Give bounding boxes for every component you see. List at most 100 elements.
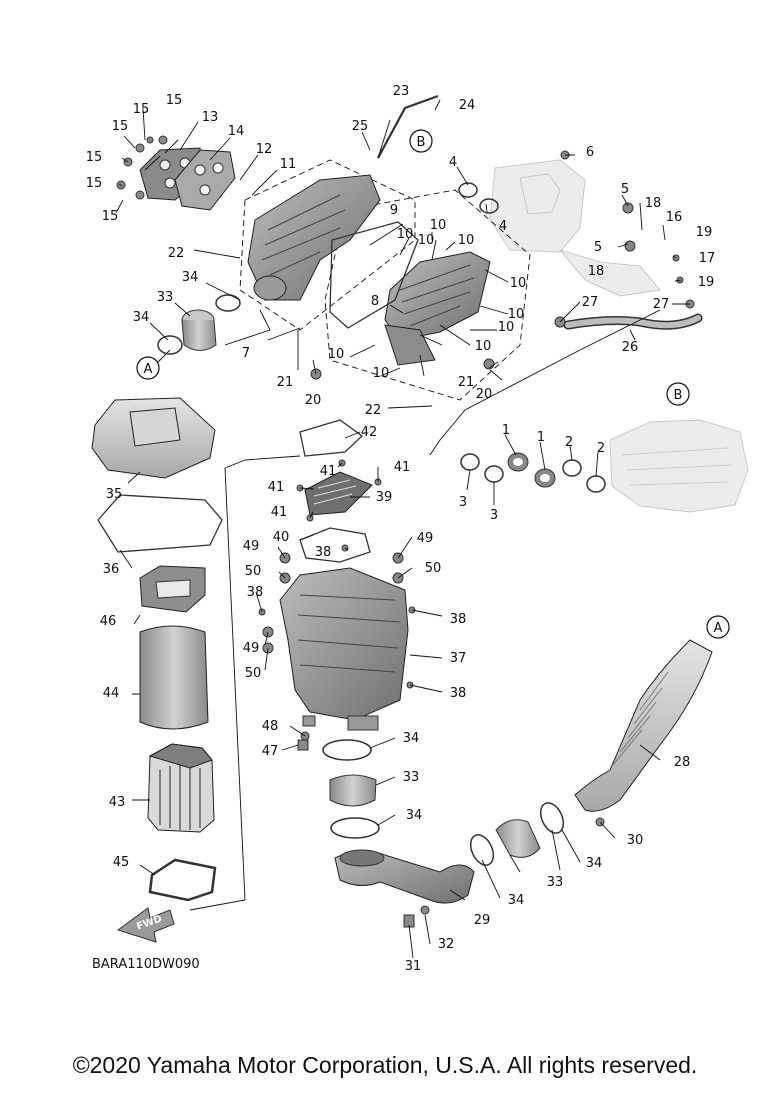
engine-ghost-b xyxy=(609,419,749,513)
callout-10: 10 xyxy=(458,233,475,248)
intake-duct-part-29 xyxy=(334,849,475,904)
callout-33: 33 xyxy=(547,875,564,890)
callout-15: 15 xyxy=(86,176,103,191)
breather-rod-part-23 xyxy=(377,94,439,159)
svg-text:B: B xyxy=(674,388,683,403)
callout-50: 50 xyxy=(245,564,262,579)
callout-37: 37 xyxy=(450,651,467,666)
callout-49: 49 xyxy=(417,531,434,546)
callout-28: 28 xyxy=(674,755,691,770)
callout-10: 10 xyxy=(510,276,527,291)
callout-47: 47 xyxy=(262,744,279,759)
callout-26: 26 xyxy=(622,340,639,355)
airbox-cover-part-35 xyxy=(91,397,216,479)
airbox-lower-part-37 xyxy=(279,567,409,731)
callout-33: 33 xyxy=(157,290,174,305)
reference-marker-a-bottom: A xyxy=(706,615,730,639)
callout-11: 11 xyxy=(280,157,297,172)
callout-3: 3 xyxy=(459,495,467,510)
svg-text:A: A xyxy=(714,621,723,636)
callout-6: 6 xyxy=(586,145,594,160)
reference-marker-b-top: B xyxy=(409,129,433,153)
adapter-part-33-right xyxy=(495,819,541,858)
callout-41: 41 xyxy=(320,464,337,479)
callout-38: 38 xyxy=(450,686,467,701)
callout-27: 27 xyxy=(653,297,670,312)
callout-29: 29 xyxy=(474,913,491,928)
callout-1: 1 xyxy=(537,430,545,445)
callout-34: 34 xyxy=(406,808,423,823)
callout-31: 31 xyxy=(405,959,422,974)
airbox-upper-left-part-7 xyxy=(247,174,381,301)
callout-43: 43 xyxy=(109,795,126,810)
callout-22: 22 xyxy=(168,246,185,261)
airbox-upper-right-part-8 xyxy=(384,251,491,366)
callout-10: 10 xyxy=(498,320,515,335)
cover-gasket-part-36 xyxy=(97,494,223,553)
callout-41: 41 xyxy=(271,505,288,520)
callout-45: 45 xyxy=(113,855,130,870)
callout-48: 48 xyxy=(262,719,279,734)
filter-gasket-part-45 xyxy=(148,858,217,902)
callout-42: 42 xyxy=(361,425,378,440)
gasket-part-9 xyxy=(329,221,419,329)
callout-19: 19 xyxy=(698,275,715,290)
callout-41: 41 xyxy=(394,460,411,475)
callout-10: 10 xyxy=(430,218,447,233)
filter-frame-part-46 xyxy=(139,565,206,613)
svg-text:A: A xyxy=(144,362,153,377)
callout-10: 10 xyxy=(328,347,345,362)
callout-34: 34 xyxy=(182,270,199,285)
reference-marker-b-right: B xyxy=(666,382,690,406)
callout-34: 34 xyxy=(133,310,150,325)
callout-2: 2 xyxy=(597,441,605,456)
callout-17: 17 xyxy=(699,251,716,266)
callout-30: 30 xyxy=(627,833,644,848)
callout-16: 16 xyxy=(666,210,683,225)
engine-ghost-upper xyxy=(489,159,661,297)
callout-10: 10 xyxy=(373,366,390,381)
callout-5: 5 xyxy=(594,240,602,255)
filter-cage-part-43 xyxy=(147,743,215,833)
callout-46: 46 xyxy=(100,614,117,629)
callout-21: 21 xyxy=(277,375,294,390)
callout-33: 33 xyxy=(403,770,420,785)
filter-element-part-44 xyxy=(139,625,209,730)
callout-38: 38 xyxy=(247,585,264,600)
seal-part-40 xyxy=(299,527,371,563)
adapter-ring-part-33-upper xyxy=(181,309,217,351)
callout-24: 24 xyxy=(459,98,476,113)
callout-15: 15 xyxy=(133,102,150,117)
callout-20: 20 xyxy=(305,393,322,408)
callout-18: 18 xyxy=(645,196,662,211)
callout-2: 2 xyxy=(565,435,573,450)
callout-15: 15 xyxy=(166,93,183,108)
callout-10: 10 xyxy=(418,233,435,248)
callout-34: 34 xyxy=(586,856,603,871)
callout-36: 36 xyxy=(103,562,120,577)
callout-15: 15 xyxy=(112,119,129,134)
callout-18: 18 xyxy=(588,264,605,279)
callout-23: 23 xyxy=(393,84,410,99)
gasket-part-42 xyxy=(299,419,364,457)
callout-38: 38 xyxy=(315,545,332,560)
callout-5: 5 xyxy=(621,182,629,197)
callout-14: 14 xyxy=(228,124,245,139)
callout-10: 10 xyxy=(397,227,414,242)
callout-49: 49 xyxy=(243,539,260,554)
exploded-parts-diagram: FWD xyxy=(86,84,749,974)
grille-part-39 xyxy=(304,471,373,516)
callout-41: 41 xyxy=(268,480,285,495)
callout-4: 4 xyxy=(499,219,507,234)
callout-13: 13 xyxy=(202,110,219,125)
diagram-code: BARA110DW090 xyxy=(92,957,200,972)
flange-plate-part-14 xyxy=(174,149,236,211)
callout-38: 38 xyxy=(450,612,467,627)
callout-34: 34 xyxy=(508,893,525,908)
callout-49: 49 xyxy=(243,641,260,656)
callout-labels: 15 15 15 15 15 15 13 14 12 11 22 34 33 3… xyxy=(86,84,716,974)
callout-4: 4 xyxy=(449,155,457,170)
callout-27: 27 xyxy=(582,295,599,310)
copyright-notice: ©2020 Yamaha Motor Corporation, U.S.A. A… xyxy=(72,1052,698,1078)
adapter-part-33-lower xyxy=(329,774,377,807)
